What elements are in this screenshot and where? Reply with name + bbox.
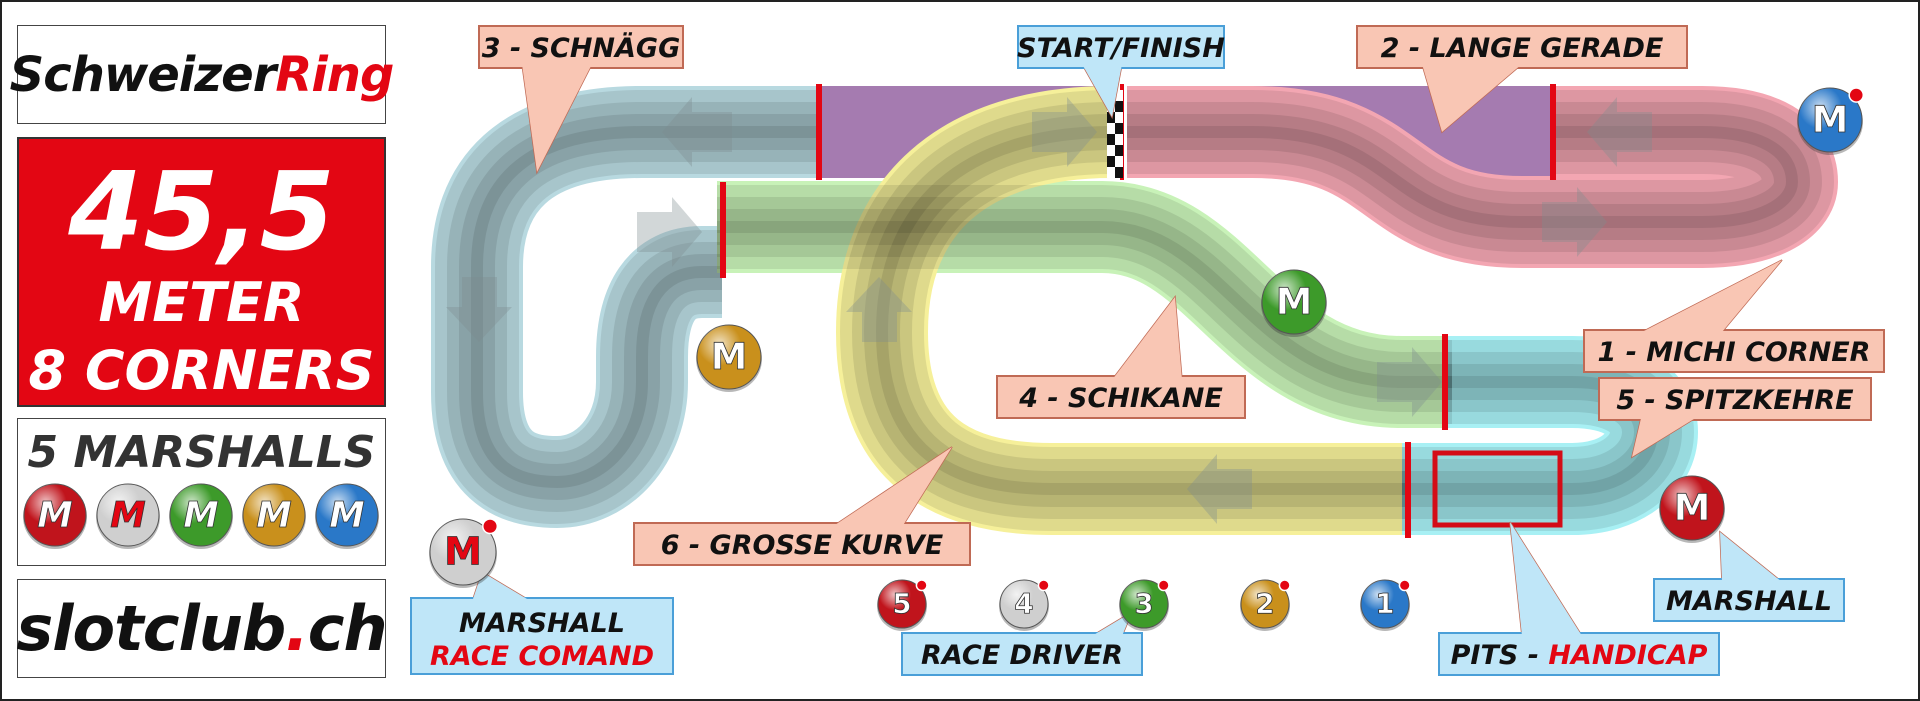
arrow-down-blue xyxy=(446,277,512,342)
callout-schikane: 4 - SCHIKANE xyxy=(996,294,1246,419)
svg-text:M: M xyxy=(329,495,364,536)
driver-badge-2: 2 xyxy=(1240,579,1291,631)
driver-badge-5: 5 xyxy=(877,579,928,631)
svg-text:2: 2 xyxy=(1255,587,1274,620)
svg-text:M: M xyxy=(37,495,72,536)
site-panel: slotclub.ch xyxy=(16,579,388,678)
svg-text:M: M xyxy=(1276,280,1313,323)
svg-text:M: M xyxy=(256,495,291,536)
track-marshall-badge-2: M xyxy=(1261,269,1327,337)
corner-count: 8 CORNERS xyxy=(28,339,375,402)
arrow-up-yellow xyxy=(846,277,912,342)
svg-text:M: M xyxy=(1812,98,1849,141)
track-section-grosse-kurve xyxy=(835,86,1407,535)
driver-badge-3: 3 xyxy=(1119,579,1170,631)
svg-text:M: M xyxy=(711,335,748,378)
svg-text:1: 1 xyxy=(1375,587,1394,620)
track-marshall-badge-4: M xyxy=(1659,475,1725,543)
marker-1 xyxy=(816,84,822,180)
callout-schnaegg: 3 - SCHNÄGG xyxy=(478,25,684,175)
direction-arrows xyxy=(446,97,1652,524)
track-section-schikane xyxy=(717,181,1452,428)
svg-text:M: M xyxy=(183,495,218,536)
svg-text:M: M xyxy=(1674,486,1711,529)
track-length: 45,5 xyxy=(68,150,335,275)
panel-marshall-badge-4: M xyxy=(242,483,306,549)
callout-marshall: MARSHALL xyxy=(1653,530,1845,622)
svg-text:4: 4 xyxy=(1014,587,1033,620)
pits-box xyxy=(1432,450,1563,528)
site-text-dot: . xyxy=(285,592,309,665)
driver-badge-1: 1 xyxy=(1360,579,1411,631)
site-text-slotclub: slotclub xyxy=(16,592,286,665)
label-pits: PITS - HANDICAP xyxy=(1451,640,1708,671)
track-section-schnaegg xyxy=(431,86,822,529)
label-lange-gerade: 2 - LANGE GERADE xyxy=(1381,33,1664,64)
logo-text-schweizer: Schweizer xyxy=(9,46,277,103)
callout-grosse-kurve: 6 - GROSSE KURVE xyxy=(633,446,971,566)
label-race-driver: RACE DRIVER xyxy=(921,640,1123,671)
arrow-right-pink xyxy=(1542,187,1607,257)
callout-pits: PITS - HANDICAP xyxy=(1438,521,1720,676)
stats-panel: 45,5 METER 8 CORNERS xyxy=(17,137,386,407)
panel-marshall-badge-5: M xyxy=(315,483,379,549)
label-marshall: MARSHALL xyxy=(1666,586,1832,617)
site-text-ch: ch xyxy=(307,592,388,665)
label-start-finish: START/FINISH xyxy=(1017,33,1225,64)
track-marshall-badge-3: M xyxy=(696,324,762,392)
callout-lange-gerade: 2 - LANGE GERADE xyxy=(1356,25,1688,134)
track-marshall-badge-5: M xyxy=(429,518,499,588)
label-grosse-kurve: 6 - GROSSE KURVE xyxy=(661,530,944,561)
label-michi-corner: 1 - MICHI CORNER xyxy=(1598,337,1871,368)
driver-badge-4: 4 xyxy=(999,579,1050,631)
svg-text:3: 3 xyxy=(1134,587,1153,620)
arrow-left-blue xyxy=(662,97,732,167)
panel-marshall-badge-1: M xyxy=(23,483,87,549)
logo-text-ring: Ring xyxy=(275,46,394,103)
length-unit: METER xyxy=(98,271,305,334)
track-section-lange-gerade xyxy=(1127,86,1839,268)
svg-text:5: 5 xyxy=(892,587,911,620)
panel-marshall-badge-3: M xyxy=(169,483,233,549)
marshalls-title: 5 MARSHALLS xyxy=(27,427,376,478)
marker-4 xyxy=(1442,334,1448,430)
callout-spitzkehre: 5 - SPITZKEHRE xyxy=(1598,377,1872,459)
label-spitzkehre: 5 - SPITZKEHRE xyxy=(1616,385,1854,416)
label-schikane: 4 - SCHIKANE xyxy=(1018,383,1223,414)
track-marshall-badge-1: M xyxy=(1797,87,1865,155)
label-marshall-race-line1: MARSHALL xyxy=(459,608,625,639)
arrow-left-pink xyxy=(1587,97,1652,167)
arrow-right-blue xyxy=(637,197,702,267)
label-schnaegg: 3 - SCHNÄGG xyxy=(482,32,680,64)
callout-start-finish: START/FINISH xyxy=(1017,25,1225,120)
marker-3 xyxy=(720,182,726,278)
panel-marshall-badge-2: M xyxy=(96,483,160,549)
callout-michi-corner: 1 - MICHI CORNER xyxy=(1583,259,1885,373)
svg-text:M: M xyxy=(444,530,482,574)
arrow-left-yellow xyxy=(1187,454,1252,524)
marker-2 xyxy=(1550,84,1556,180)
marker-5 xyxy=(1405,442,1411,538)
svg-text:M: M xyxy=(110,495,145,536)
arrow-right-yellow xyxy=(1032,97,1097,167)
arrow-right-green xyxy=(1377,347,1442,417)
label-marshall-race-line2: RACE COMAND xyxy=(430,641,654,672)
callout-race-driver: RACE DRIVER xyxy=(901,610,1143,676)
